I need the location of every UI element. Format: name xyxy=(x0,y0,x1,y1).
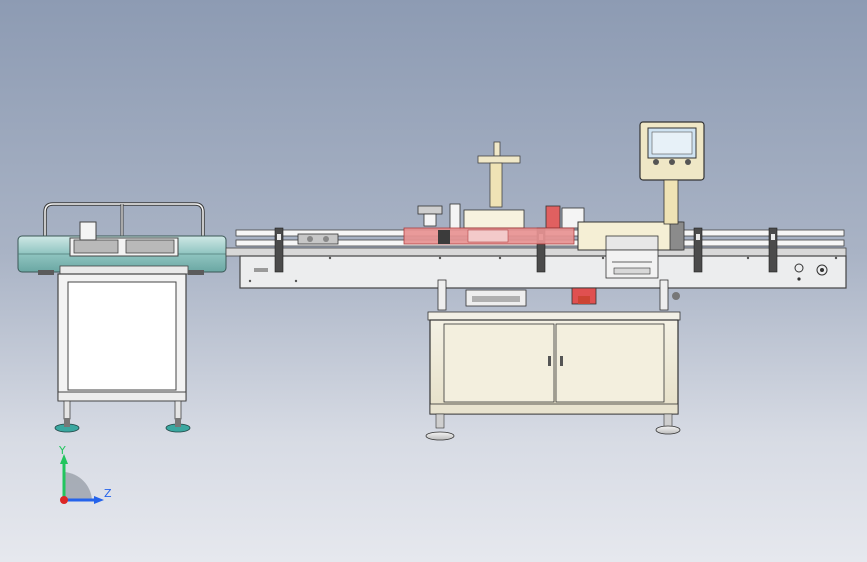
y-axis-label: Y xyxy=(58,444,66,457)
rotary-table xyxy=(17,202,227,433)
hmi-panel xyxy=(639,121,705,225)
main-cabinet xyxy=(425,279,681,441)
x-axis-dot xyxy=(60,496,68,504)
labeling-head xyxy=(403,141,685,307)
axis-triad: Y Z xyxy=(58,444,112,504)
z-axis-label: Z xyxy=(104,487,112,500)
